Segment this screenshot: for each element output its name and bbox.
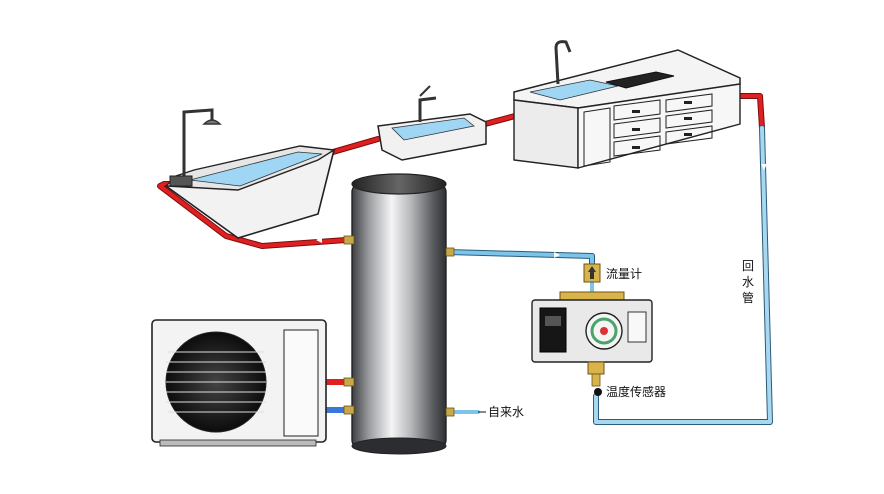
tank-fittings	[343, 235, 455, 417]
faucet-icon	[418, 85, 437, 122]
kitchen-cabinet	[513, 40, 741, 169]
washbasin-body	[377, 113, 487, 161]
temperature-sensor-marker	[594, 388, 602, 396]
flow-meter-label: 流量计	[606, 267, 642, 281]
hot-supply-pipe-fill	[158, 94, 764, 248]
tap-water-label: 自来水	[488, 405, 524, 419]
pump-display	[539, 307, 567, 353]
bathtub	[164, 108, 337, 239]
return-pipe	[594, 126, 772, 424]
shower-head-icon	[182, 108, 222, 180]
drawer-handles	[632, 101, 692, 149]
return-pipe-label-3: 管	[742, 290, 754, 305]
bathtub-faucet-icon	[169, 175, 193, 187]
cabinet-doors	[583, 93, 713, 167]
temperature-sensor-fitting	[587, 361, 605, 375]
circulation-pump	[531, 291, 653, 387]
flow-arrows	[316, 164, 767, 258]
heat-pump-side-panel	[283, 329, 319, 437]
bathtub-water	[189, 151, 323, 187]
washbasin	[377, 85, 487, 161]
stove	[605, 71, 675, 89]
temperature-sensor-label: 温度传感器	[606, 384, 666, 399]
hot-water-pipes	[157, 93, 765, 385]
heat-pump-unit	[151, 319, 327, 447]
arrow-icon	[316, 237, 322, 243]
tank-body	[351, 183, 447, 449]
faucet-icon	[554, 40, 572, 85]
washbasin-water	[391, 117, 475, 141]
tank-bottom	[351, 437, 447, 455]
arrow-icon	[588, 266, 596, 272]
tank-top	[351, 173, 447, 195]
arrow-icon	[554, 252, 560, 258]
return-pipe-label-1: 回	[742, 259, 754, 273]
flow-meter	[583, 263, 601, 283]
water-tank	[343, 173, 455, 455]
return-pipe-label-2: 水	[742, 275, 754, 289]
cabinet-front	[513, 99, 579, 169]
fan-grille	[166, 351, 266, 413]
arrow-icon	[761, 164, 767, 170]
heat-pump-feet	[159, 439, 317, 447]
